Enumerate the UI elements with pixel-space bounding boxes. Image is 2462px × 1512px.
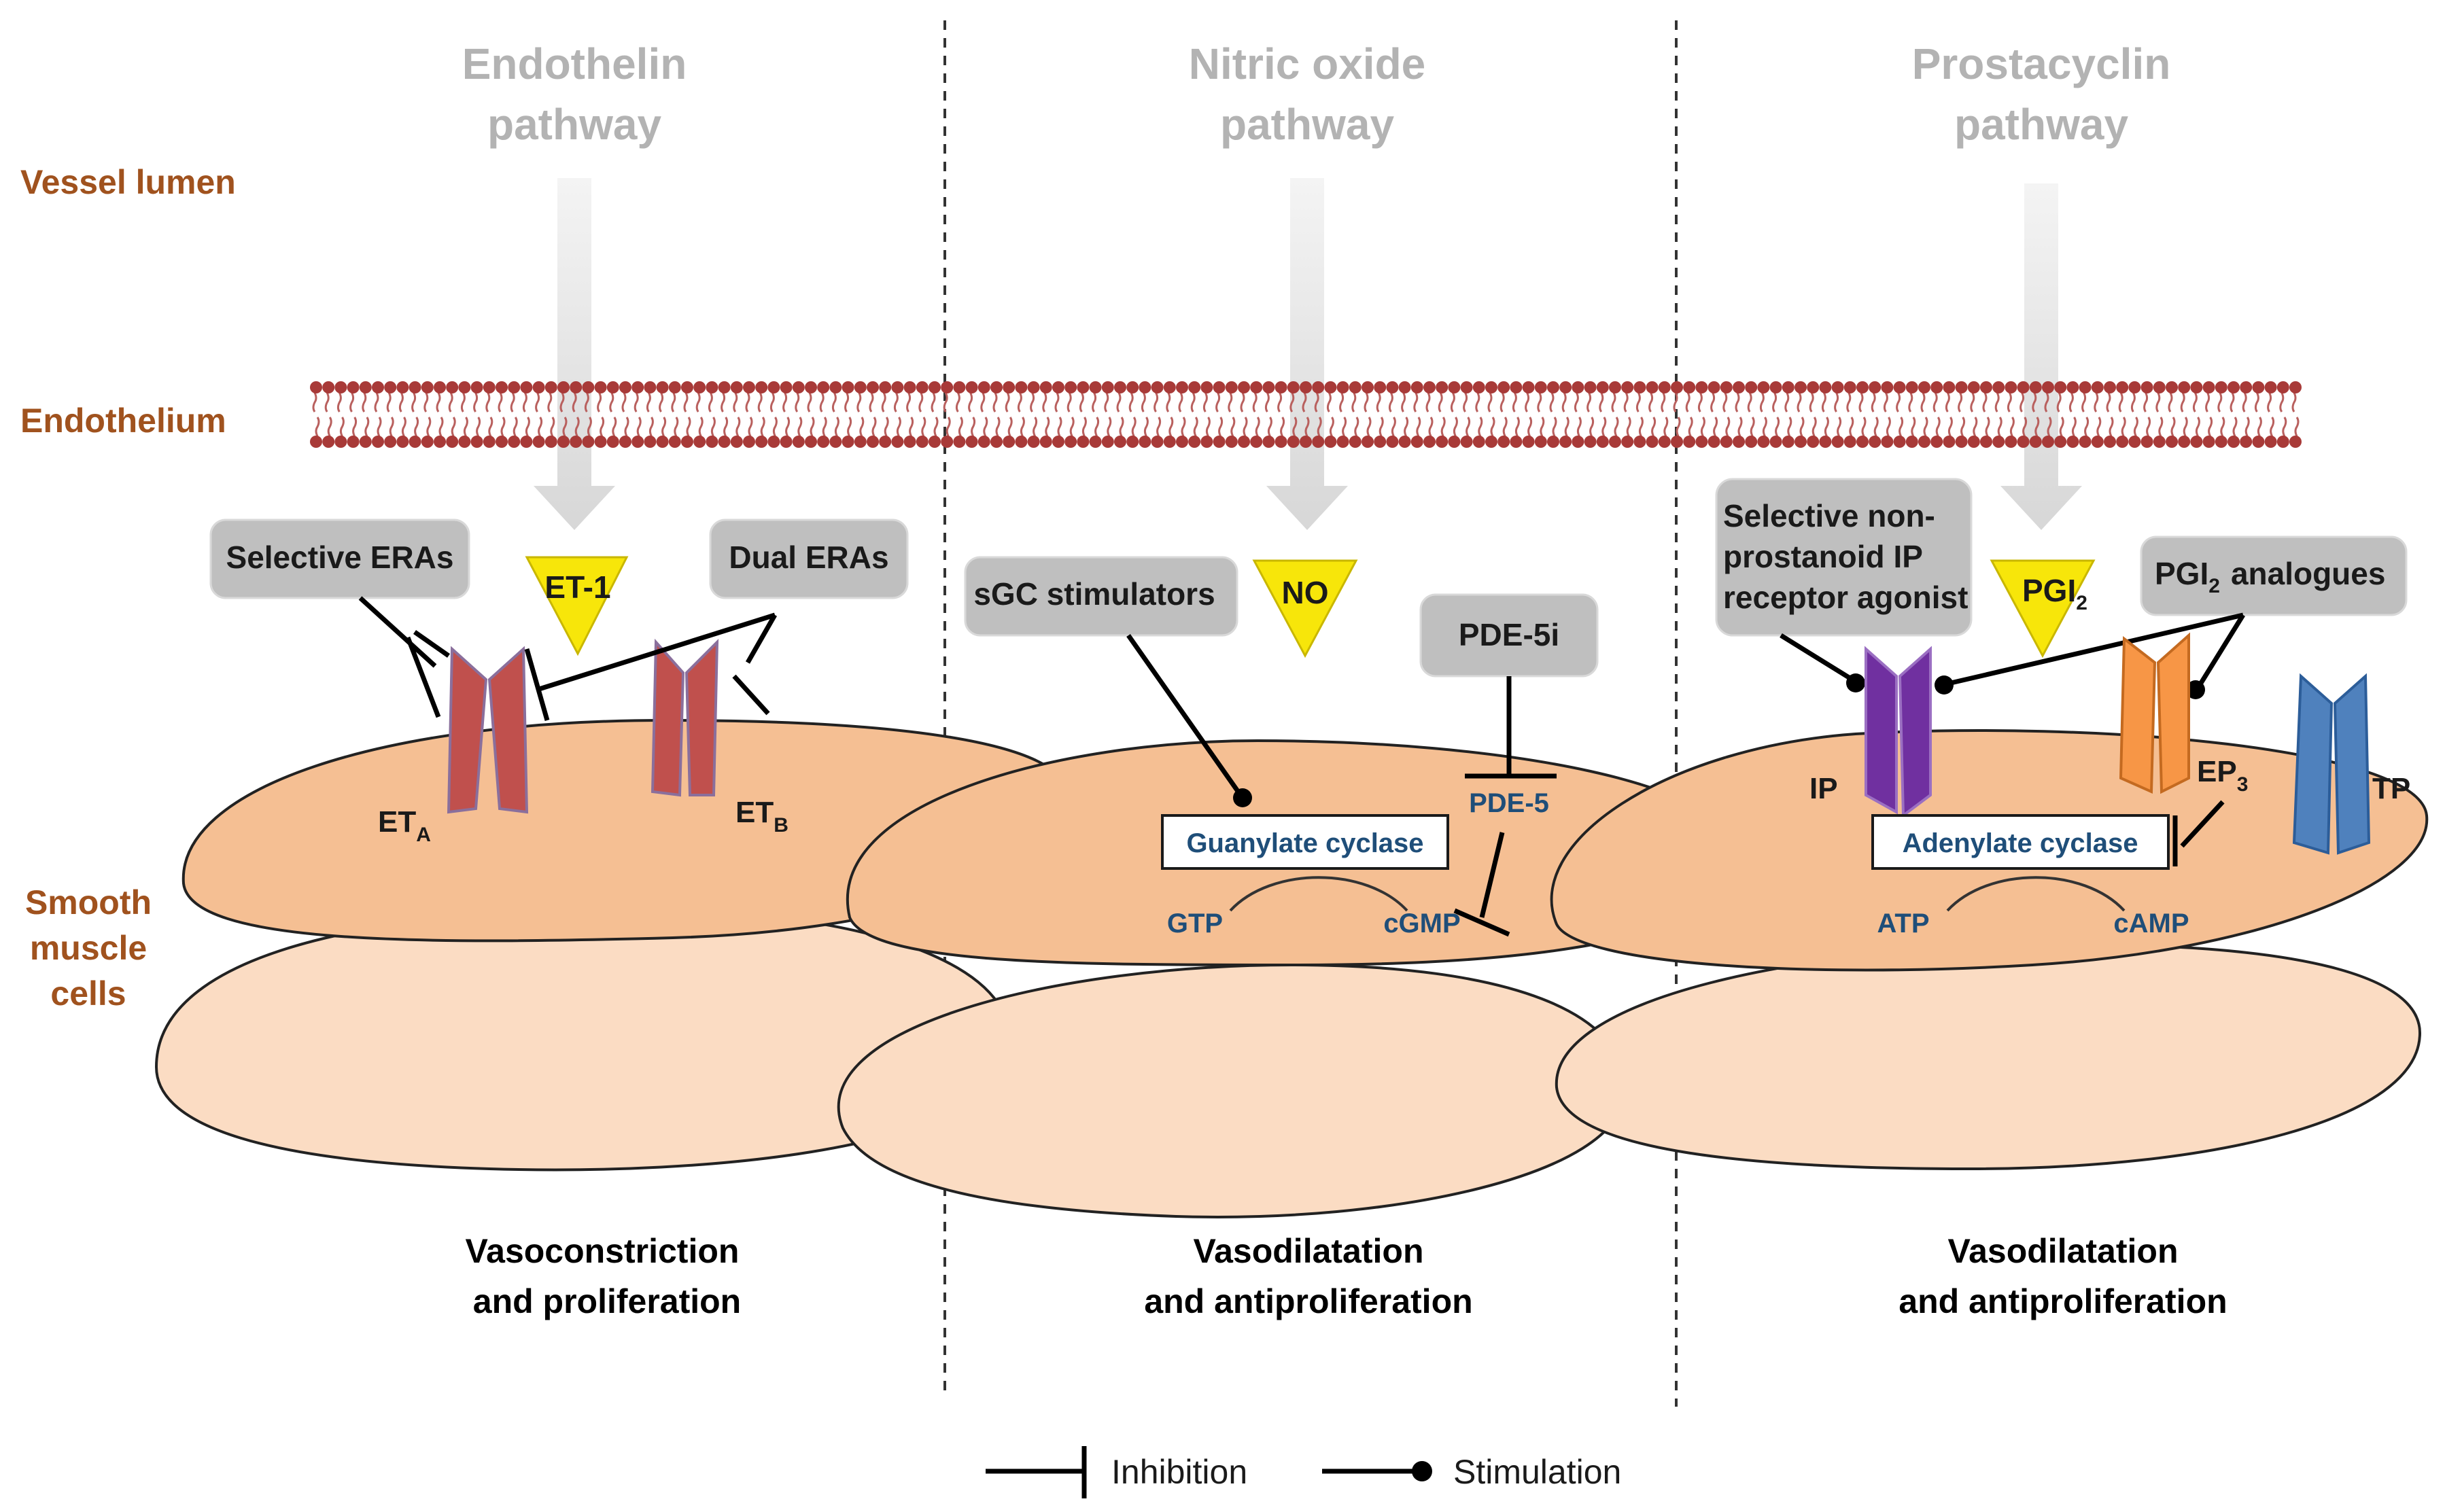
selective-eras-box: Selective ERAs	[209, 518, 470, 599]
legend: Inhibition Stimulation	[986, 1446, 1621, 1498]
atp-camp-conversion-arc	[1946, 876, 2126, 912]
legend-stimulation-symbol	[1322, 1461, 1432, 1481]
outcome-prostacyclin: Vasodilatation and antiproliferation	[1898, 1232, 2227, 1320]
prostacyclin-pathway-arrow	[2000, 183, 2082, 530]
svg-text:PDE-5i: PDE-5i	[1459, 617, 1559, 652]
svg-text:receptor agonist: receptor agonist	[1723, 580, 1968, 615]
cell-back-right	[1555, 943, 2422, 1171]
svg-text:Vasodilatation: Vasodilatation	[1194, 1232, 1424, 1270]
camp-label: cAMP	[2113, 909, 2189, 938]
legend-inhibition-label: Inhibition	[1111, 1453, 1247, 1491]
pathway-arrows	[534, 178, 2082, 530]
cgmp-label: cGMP	[1383, 909, 1460, 938]
no-pathway-arrow	[1266, 178, 1348, 530]
outcome-nitric-oxide: Vasodilatation and antiproliferation	[1144, 1232, 1472, 1320]
legend-stimulation-label: Stimulation	[1453, 1453, 1621, 1491]
label-smooth-muscle-cells: Smooth muscle cells	[25, 883, 152, 1013]
pde5-inhibition-line	[1453, 832, 1510, 937]
gtp-cgmp-conversion-arc	[1229, 876, 1408, 912]
svg-text:Endothelin: Endothelin	[462, 39, 687, 88]
selective-eras-inhibition-2	[413, 630, 451, 658]
svg-text:sGC stimulators: sGC stimulators	[973, 576, 1215, 612]
svg-text:PGI2: PGI2	[2022, 573, 2087, 614]
et1-ligand: ET-1	[525, 556, 629, 656]
pgi2-analogues-stimulation-lines	[1935, 612, 2245, 699]
svg-text:Guanylate cyclase: Guanylate cyclase	[1186, 828, 1423, 858]
svg-text:and proliferation: and proliferation	[473, 1282, 741, 1320]
svg-text:and antiproliferation: and antiproliferation	[1898, 1282, 2227, 1320]
selective-ip-stimulation-line	[1780, 633, 1865, 692]
no-ligand: NO	[1252, 559, 1358, 658]
svg-text:ET-1: ET-1	[544, 569, 610, 605]
svg-text:muscle: muscle	[30, 929, 147, 967]
ep3-receptor	[2119, 632, 2190, 794]
etb-label: ETB	[735, 796, 788, 837]
guanylate-cyclase-box: Guanylate cyclase	[1161, 814, 1449, 870]
dual-eras-inhibition	[524, 612, 778, 721]
pathway-title-nitric-oxide: Nitric oxide pathway	[1189, 39, 1426, 149]
dual-eras-box: Dual ERAs	[709, 518, 909, 599]
endothelin-pathway-arrow	[534, 178, 615, 530]
sgc-stimulators-box: sGC stimulators	[964, 556, 1238, 637]
gtp-label: GTP	[1167, 909, 1223, 938]
label-endothelium: Endothelium	[20, 402, 226, 440]
selective-eras-inhibition	[358, 596, 441, 718]
selective-ip-agonist-box: Selective non- prostanoid IP receptor ag…	[1715, 478, 1973, 637]
svg-text:Vasoconstriction: Vasoconstriction	[466, 1232, 740, 1270]
pde5-label: PDE-5	[1469, 788, 1549, 818]
svg-text:cells: cells	[50, 974, 126, 1013]
ep3-label: EP3	[2197, 755, 2248, 796]
svg-text:Vasodilatation: Vasodilatation	[1948, 1232, 2179, 1270]
tp-label: TP	[2372, 772, 2410, 805]
pgi2-ligand: PGI2	[1990, 559, 2096, 658]
svg-text:Selective non-: Selective non-	[1723, 498, 1935, 533]
etb-receptor	[651, 638, 719, 797]
smooth-muscle-cells-back	[154, 908, 2422, 1218]
svg-text:Prostacyclin: Prostacyclin	[1912, 39, 2171, 88]
svg-text:pathway: pathway	[487, 100, 661, 149]
svg-text:pathway: pathway	[1220, 100, 1394, 149]
endothelium-membrane	[310, 381, 2302, 448]
legend-inhibition-symbol	[986, 1446, 1087, 1498]
svg-text:Selective ERAs: Selective ERAs	[226, 540, 454, 575]
svg-text:pathway: pathway	[1954, 100, 2128, 149]
pathway-title-prostacyclin: Prostacyclin pathway	[1912, 39, 2171, 149]
eta-label: ETA	[378, 805, 431, 846]
label-vessel-lumen: Vessel lumen	[20, 163, 236, 201]
adenylate-cyclase-box: Adenylate cyclase	[1871, 814, 2170, 870]
atp-label: ATP	[1877, 909, 1929, 938]
svg-text:NO: NO	[1282, 575, 1329, 610]
svg-text:prostanoid IP: prostanoid IP	[1723, 539, 1923, 574]
ip-label: IP	[1809, 772, 1838, 805]
svg-text:Smooth: Smooth	[25, 883, 152, 921]
ip-receptor	[1865, 646, 1932, 818]
pde5i-box: PDE-5i	[1419, 593, 1599, 678]
sgc-stimulation-line	[1126, 633, 1252, 807]
tp-receptor	[2292, 673, 2371, 855]
pathway-title-endothelin: Endothelin pathway	[462, 39, 687, 149]
outcome-endothelin: Vasoconstriction and proliferation	[466, 1232, 742, 1320]
ep3-inhibition-line	[2172, 800, 2225, 866]
eta-receptor	[447, 646, 529, 814]
svg-text:and antiproliferation: and antiproliferation	[1144, 1282, 1472, 1320]
svg-text:Dual ERAs: Dual ERAs	[729, 540, 888, 575]
pde5i-inhibition-line	[1465, 676, 1557, 779]
svg-text:Adenylate cyclase: Adenylate cyclase	[1903, 828, 2138, 858]
svg-text:Nitric oxide: Nitric oxide	[1189, 39, 1426, 88]
